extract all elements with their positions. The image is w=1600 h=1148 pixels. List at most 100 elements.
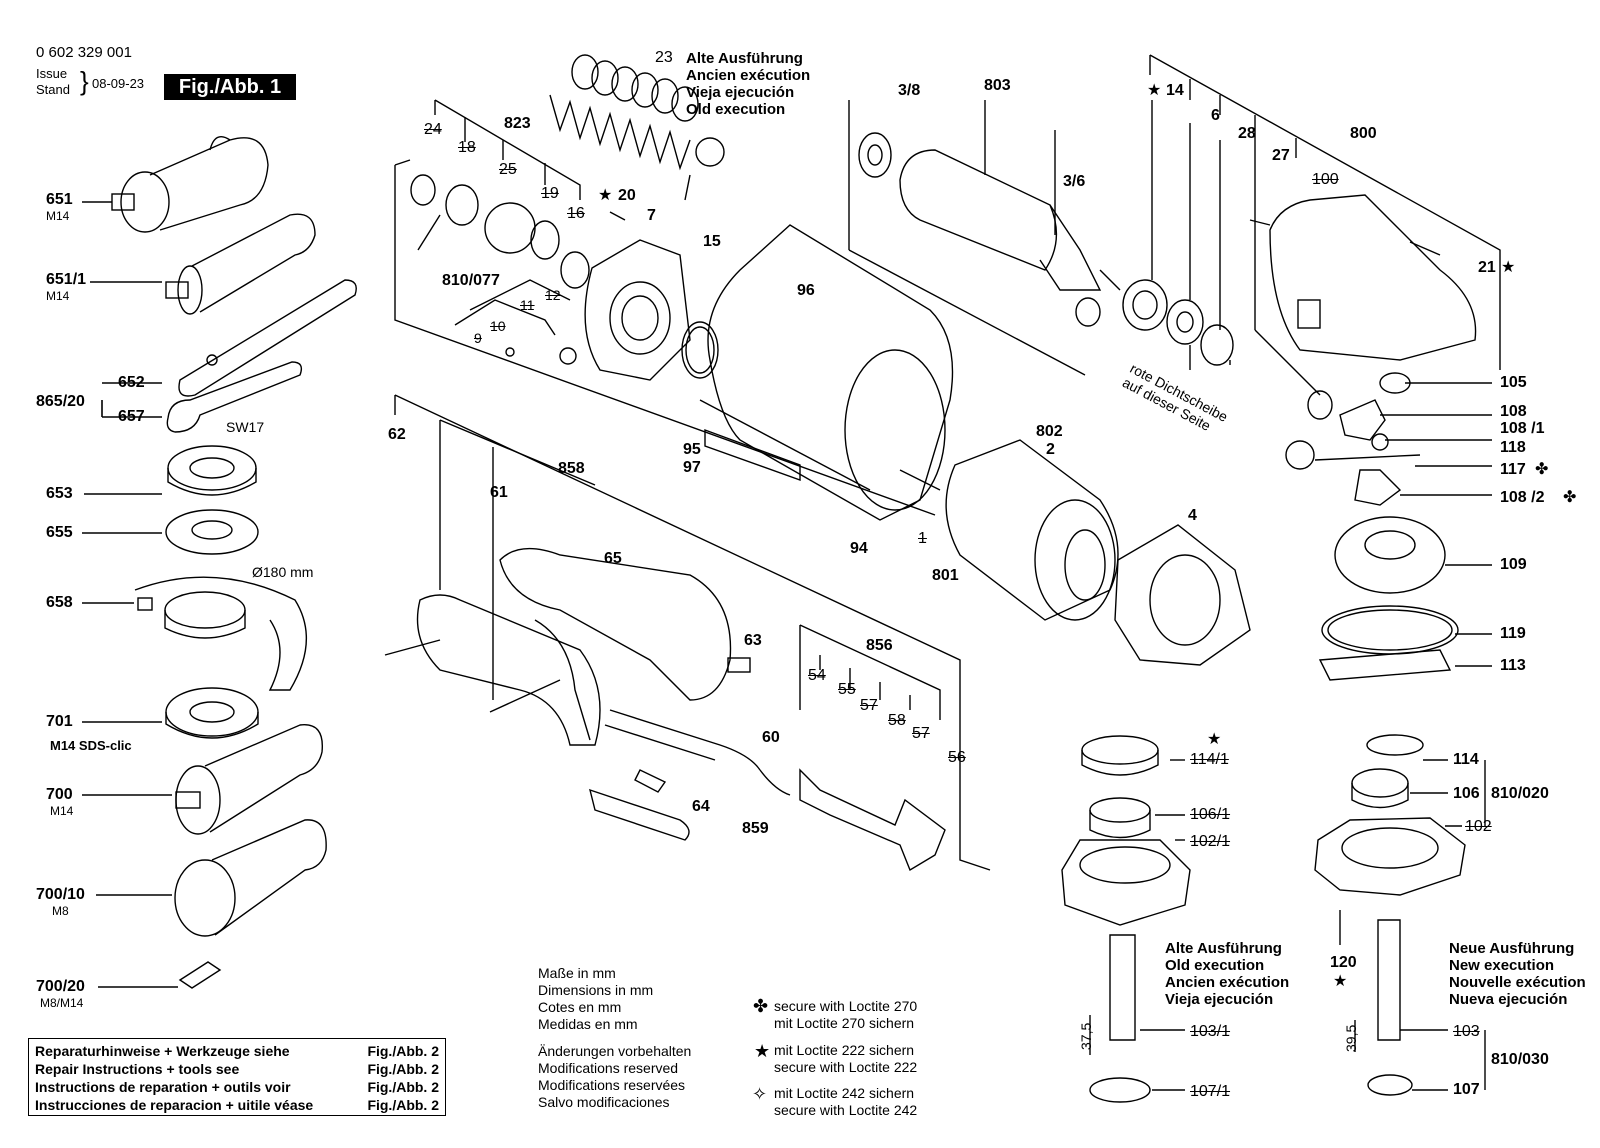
part-label-61: 61 (490, 484, 508, 501)
part-label-23: 23 (655, 49, 673, 66)
part-label-1: 1 (918, 530, 927, 547)
part-label-103-1: 103/1 (1190, 1023, 1231, 1040)
part-label-28: 28 (1238, 125, 1256, 142)
old-exec-top-line: Ancien exécution (686, 67, 811, 84)
part-label-7: 7 (647, 207, 656, 224)
part-sub-700-20: M8/M14 (40, 996, 84, 1010)
star-icon: ★ (1147, 82, 1162, 99)
repair-row-ref[interactable]: Fig./Abb. 2 (367, 1079, 439, 1095)
modifications-line: Salvo modificaciones (538, 1094, 670, 1110)
part-label-856: 856 (866, 637, 893, 654)
part-label-62: 62 (388, 426, 406, 443)
old-exec-line: Old execution (1165, 957, 1265, 974)
part-label-119: 119 (1500, 625, 1526, 642)
dimension-39-5: 39,5 (1343, 1024, 1359, 1052)
star-icon: ★ (598, 187, 613, 204)
part-label-19: 19 (541, 185, 559, 202)
stand-label: Stand (36, 82, 70, 97)
part-label-103: 103 (1453, 1023, 1480, 1040)
issue-date: 08-09-23 (92, 76, 145, 91)
part-label-701: 701 (46, 713, 73, 730)
dimension-37-5: 37,5 (1078, 1022, 1094, 1050)
dimensions-line: Dimensions in mm (538, 982, 654, 998)
part-label-106-1: 106/1 (1190, 806, 1231, 823)
modifications-note: Änderungen vorbehalten Modifications res… (538, 1043, 691, 1111)
loctite-222-line: secure with Loctite 222 (774, 1059, 918, 1075)
part-label-800: 800 (1350, 125, 1377, 142)
part-label-653: 653 (46, 485, 73, 502)
repair-row-ref[interactable]: Fig./Abb. 2 (367, 1097, 439, 1113)
part-label-12: 12 (545, 287, 561, 303)
old-exec-line: Ancien exécution (1165, 974, 1290, 991)
part-label-2: 2 (1046, 441, 1055, 458)
clover-icon: ✤ (753, 996, 769, 1016)
new-exec-line: Neue Ausführung (1449, 940, 1575, 957)
part-label-102: 102 (1465, 818, 1492, 835)
part-label-97: 97 (683, 459, 701, 476)
part-label-865-20: 865/20 (36, 393, 85, 410)
clover-icon: ✤ (1535, 461, 1549, 478)
repair-row-text: Instrucciones de reparacion + uitile véa… (35, 1097, 314, 1113)
repair-row: Instructions de reparation + outils voir… (35, 1078, 439, 1096)
issue-bracket: } (80, 66, 89, 96)
part-label-20: 20 (618, 187, 636, 204)
old-execution-top-text: Alte Ausführung Ancien exécution Vieja e… (686, 50, 810, 118)
modifications-line: Modifications reserved (538, 1060, 679, 1076)
part-label-810-020: 810/020 (1491, 785, 1549, 802)
part-label-859: 859 (742, 820, 769, 837)
part-label-55: 55 (838, 681, 856, 698)
repair-row-ref[interactable]: Fig./Abb. 2 (367, 1043, 439, 1059)
part-sub-700: M14 (50, 804, 74, 818)
part-number: 0 602 329 001 (36, 44, 132, 61)
part-label-95: 95 (683, 441, 701, 458)
part-label-21: 21 (1478, 259, 1496, 276)
loctite-242-line: secure with Loctite 242 (774, 1102, 918, 1118)
part-label-54: 54 (808, 667, 826, 684)
part-label-57b: 57 (912, 725, 930, 742)
part-label-107: 107 (1453, 1081, 1480, 1098)
part-label-27: 27 (1272, 147, 1290, 164)
part-label-11: 11 (520, 297, 535, 313)
part-label-114-1: 114/1 (1190, 751, 1229, 768)
part-label-108-2: 108 /2 (1500, 489, 1545, 506)
guard-diameter: Ø180 mm (252, 564, 314, 580)
clover-icon: ✤ (1563, 489, 1577, 506)
repair-row: Repair Instructions + tools see Fig./Abb… (35, 1060, 439, 1078)
part-label-108: 108 (1500, 403, 1527, 420)
part-label-700-20: 700/20 (36, 978, 85, 995)
part-label-57: 57 (860, 697, 878, 714)
part-label-803: 803 (984, 77, 1011, 94)
part-label-117: 117 (1500, 461, 1526, 478)
new-exec-line: Nueva ejecución (1449, 991, 1568, 1008)
repair-row-text: Repair Instructions + tools see (35, 1061, 240, 1077)
part-label-24: 24 (424, 121, 442, 138)
repair-row: Instrucciones de reparacion + uitile véa… (35, 1096, 439, 1114)
part-label-100: 100 (1312, 171, 1339, 188)
star-icon: ★ (1207, 731, 1222, 748)
dimensions-line: Maße in mm (538, 965, 616, 981)
dimensions-note: Maße in mm Dimensions in mm Cotes en mm … (538, 965, 653, 1033)
part-label-802: 802 (1036, 423, 1063, 440)
star-icon: ★ (1501, 259, 1516, 276)
part-label-14: 14 (1166, 82, 1184, 99)
old-exec-top-line: Vieja ejecución (686, 84, 795, 101)
loctite-242-line: mit Loctite 242 sichern (774, 1085, 915, 1101)
part-label-105: 105 (1500, 374, 1527, 391)
part-label-106: 106 (1453, 785, 1480, 802)
part-label-63: 63 (744, 632, 762, 649)
old-exec-line: Vieja ejecución (1165, 991, 1274, 1008)
part-label-658: 658 (46, 594, 73, 611)
part-label-16: 16 (567, 205, 585, 222)
old-execution-bottom-text: Alte Ausführung Old execution Ancien exé… (1165, 940, 1289, 1008)
part-label-102-1: 102/1 (1190, 833, 1231, 850)
part-label-107-1: 107/1 (1190, 1083, 1231, 1100)
repair-row-ref[interactable]: Fig./Abb. 2 (367, 1061, 439, 1077)
part-label-700: 700 (46, 786, 73, 803)
part-label-651: 651 (46, 191, 73, 208)
part-label-60: 60 (762, 729, 780, 746)
loctite-222-line: mit Loctite 222 sichern (774, 1042, 915, 1058)
part-label-94: 94 (850, 540, 868, 557)
part-label-810-030: 810/030 (1491, 1051, 1549, 1068)
loctite-270-line: mit Loctite 270 sichern (774, 1015, 915, 1031)
